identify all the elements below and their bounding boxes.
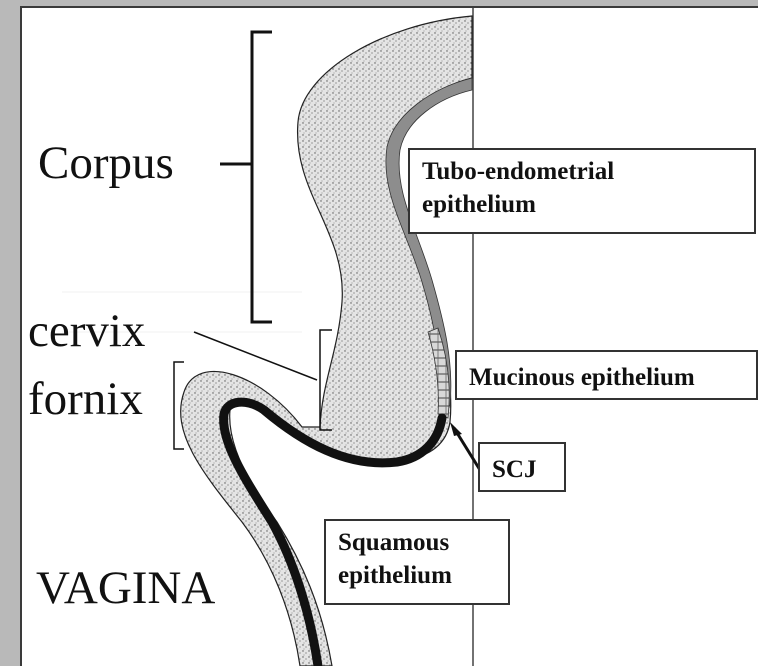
squamous-line1: Squamous: [338, 527, 496, 560]
tubo-endometrial-line2: epithelium: [422, 189, 742, 222]
squamous-box: Squamous epithelium: [324, 519, 510, 605]
scj-label: SCJ: [492, 454, 552, 487]
corpus-label: Corpus: [38, 140, 174, 187]
scj-box: SCJ: [478, 442, 566, 492]
tubo-endometrial-box: Tubo-endometrial epithelium: [408, 148, 756, 234]
tubo-endometrial-line1: Tubo-endometrial: [422, 156, 742, 189]
corpus-bracket: [252, 32, 272, 322]
mucinous-box: Mucinous epithelium: [455, 350, 758, 400]
mucinous-label: Mucinous epithelium: [469, 362, 744, 395]
squamous-line2: epithelium: [338, 560, 496, 593]
scj-arrowhead: [450, 422, 462, 436]
fornix-label: fornix: [28, 376, 143, 423]
vagina-label: VAGINA: [36, 565, 215, 612]
cervix-label: cervix: [28, 308, 145, 355]
